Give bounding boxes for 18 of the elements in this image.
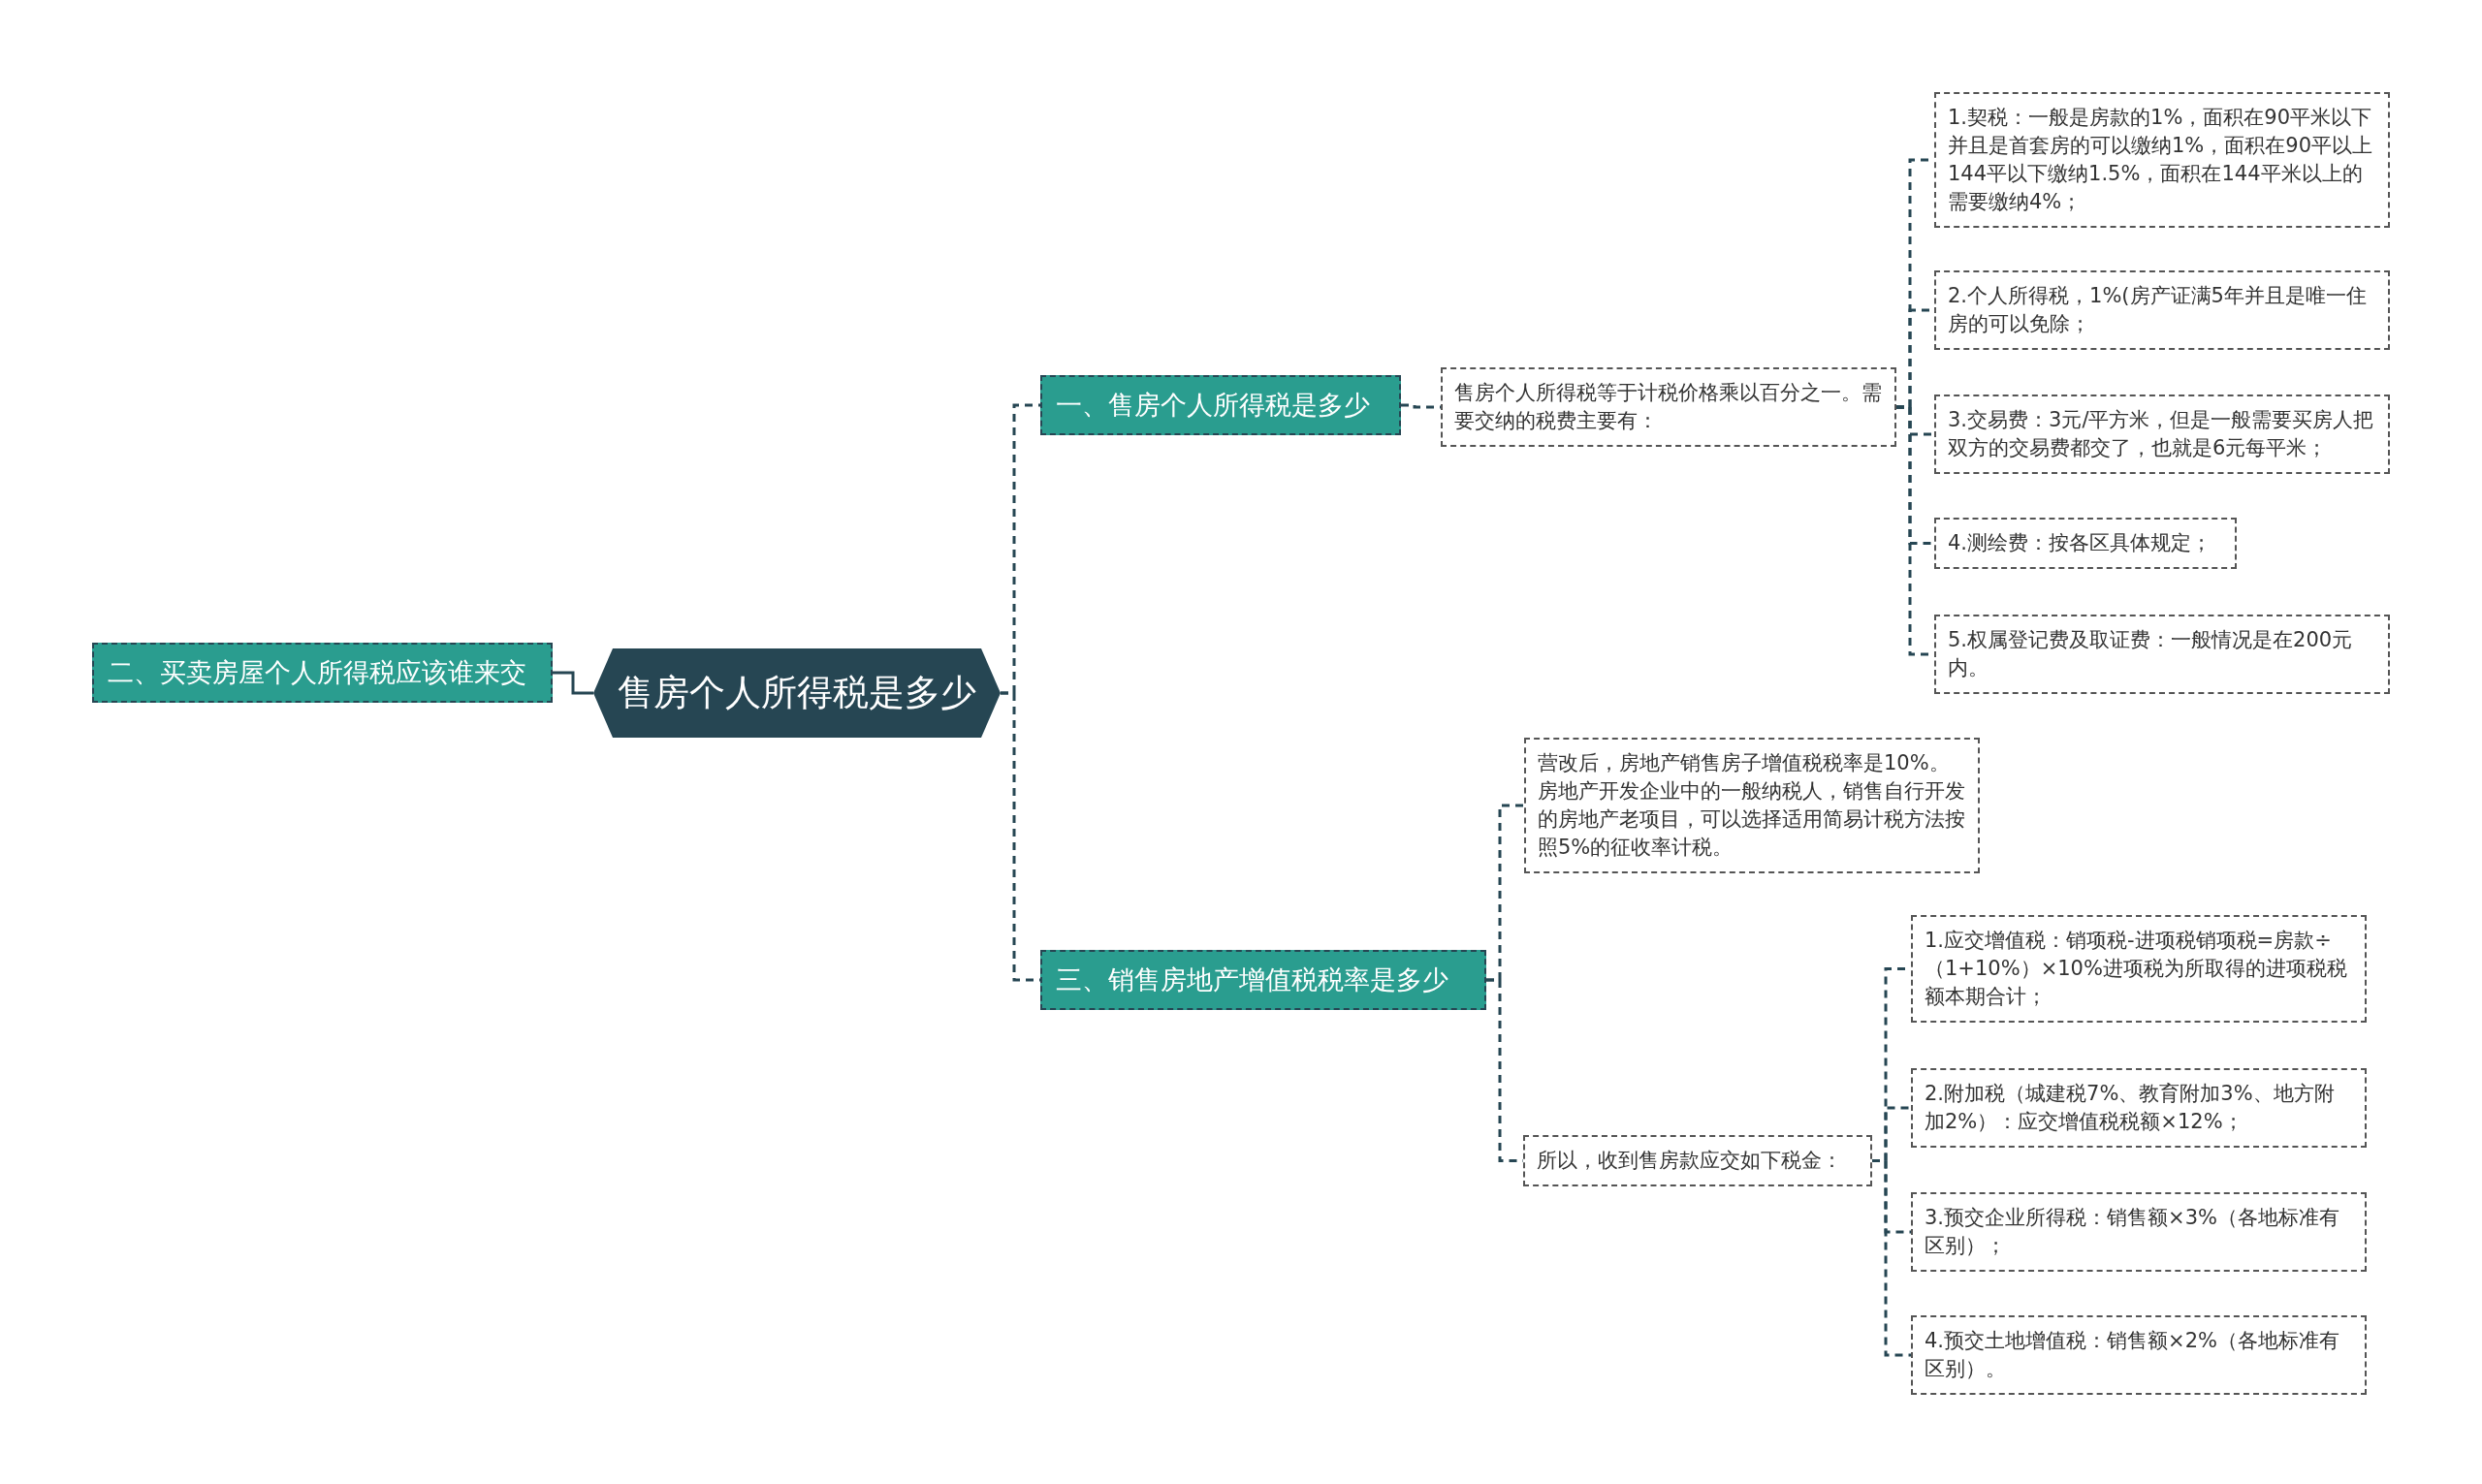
connector-line — [1872, 1159, 1911, 1357]
text-box: 1.契税：一般是房款的1%，面积在90平米以下并且是首套房的可以缴纳1%，面积在90平以上144平以下缴纳1.5%，面积在144平米以上的需要缴纳4%； — [1934, 92, 2390, 228]
text-box: 3.交易费：3元/平方米，但是一般需要买房人把双方的交易费都交了，也就是6元每平米； — [1934, 395, 2390, 474]
topic-box: 一、售房个人所得税是多少 — [1040, 375, 1401, 435]
text-box: 所以，收到售房款应交如下税金： — [1523, 1135, 1872, 1186]
connector-line — [553, 671, 593, 695]
topic-box: 二、买卖房屋个人所得税应该谁来交 — [92, 643, 553, 703]
topic-box: 三、销售房地产增值税税率是多少 — [1040, 950, 1486, 1010]
text-box: 2.个人所得税，1%(房产证满5年并且是唯一住房的可以免除； — [1934, 270, 2390, 350]
text-box: 3.预交企业所得税：销售额×3%（各地标准有区别）； — [1911, 1192, 2367, 1272]
text-box: 4.测绘费：按各区具体规定； — [1934, 518, 2237, 569]
text-box: 4.预交土地增值税：销售额×2%（各地标准有区别）。 — [1911, 1315, 2367, 1395]
text-box: 5.权属登记费及取证费：一般情况是在200元内。 — [1934, 615, 2390, 694]
central-topic: 售房个人所得税是多少 — [593, 648, 1001, 738]
text-box: 营改后，房地产销售房子增值税税率是10%。房地产开发企业中的一般纳税人，销售自行开发的房地产老项目，可以选择适用简易计税方法按照5%的征收率计税。 — [1524, 738, 1980, 873]
text-box: 2.附加税（城建税7%、教育附加3%、地方附加2%）：应交增值税税额×12%； — [1911, 1068, 2367, 1148]
text-box: 1.应交增值税：销项税-进项税销项税=房款÷（1+10%）×10%进项税为所取得的进项税税额本期合计； — [1911, 915, 2367, 1023]
text-box: 售房个人所得税等于计税价格乘以百分之一。需要交纳的税费主要有： — [1441, 367, 1896, 447]
